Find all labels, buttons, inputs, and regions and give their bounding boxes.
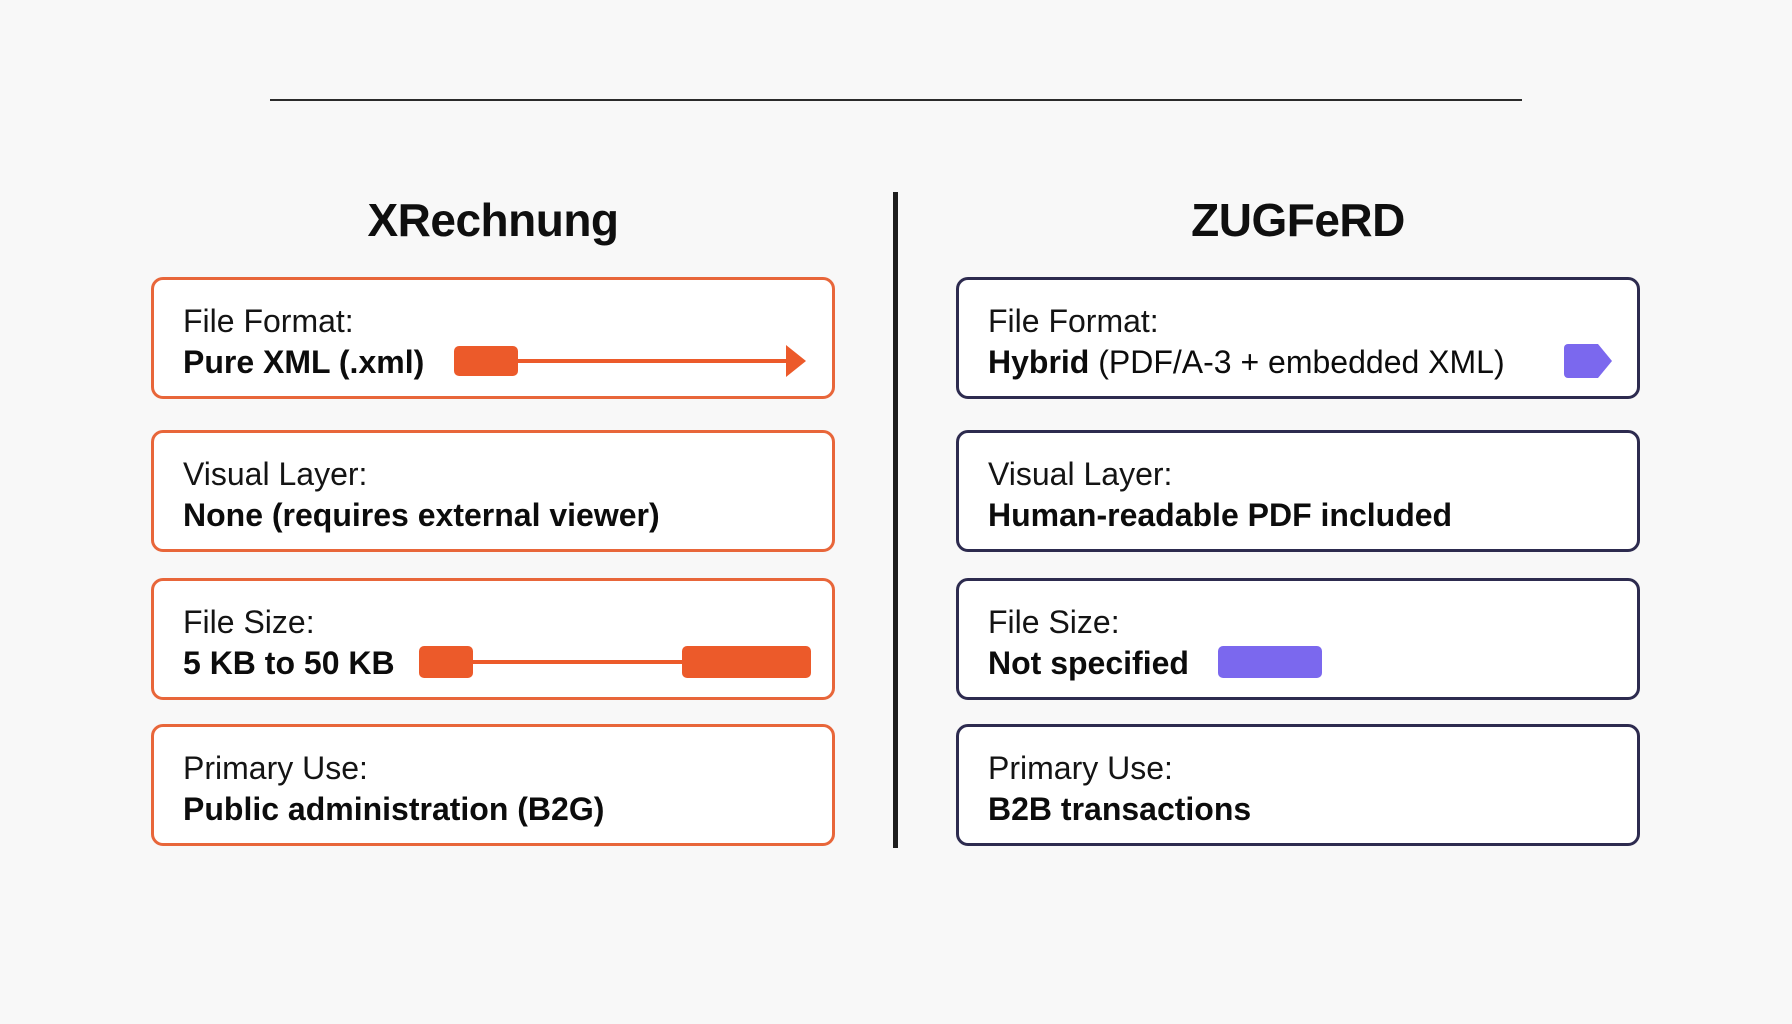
zugferd-title: ZUGFeRD	[1191, 194, 1405, 246]
column-divider	[893, 192, 898, 848]
visual-layer-label: Visual Layer:	[183, 456, 368, 492]
file-format-value-bold: Hybrid	[988, 344, 1090, 380]
file-size-value: Not specified	[988, 645, 1189, 681]
primary-use-value: Public administration (B2G)	[183, 791, 605, 827]
xrechnung-file-format-card: File Format: Pure XML (.xml)	[151, 277, 835, 399]
file-format-label: File Format:	[183, 303, 354, 339]
top-rule	[270, 99, 1522, 101]
xrechnung-visual-layer-card: Visual Layer: None (requires external vi…	[151, 430, 835, 552]
primary-use-label: Primary Use:	[183, 750, 368, 786]
file-format-value: Pure XML (.xml)	[183, 344, 425, 380]
purple-bar-icon	[1218, 646, 1322, 678]
primary-use-label: Primary Use:	[988, 750, 1173, 786]
zugferd-visual-layer-card: Visual Layer: Human-readable PDF include…	[956, 430, 1640, 552]
purple-tag-icon	[1564, 344, 1612, 378]
file-format-value-detail: (PDF/A-3 + embedded XML)	[1089, 344, 1505, 380]
format-arrow-icon	[454, 345, 806, 377]
xrechnung-primary-use-card: Primary Use: Public administration (B2G)	[151, 724, 835, 846]
file-size-label: File Size:	[988, 604, 1120, 640]
xrechnung-file-size-card: File Size: 5 KB to 50 KB	[151, 578, 835, 700]
file-format-label: File Format:	[988, 303, 1159, 339]
file-format-value: Hybrid (PDF/A-3 + embedded XML)	[988, 342, 1505, 382]
size-range-icon	[419, 646, 811, 678]
xrechnung-title: XRechnung	[367, 194, 619, 246]
visual-layer-value: Human-readable PDF included	[988, 497, 1453, 533]
visual-layer-value: None (requires external viewer)	[183, 497, 660, 533]
zugferd-file-format-card: File Format: Hybrid (PDF/A-3 + embedded …	[956, 277, 1640, 399]
zugferd-primary-use-card: Primary Use: B2B transactions	[956, 724, 1640, 846]
zugferd-file-size-card: File Size: Not specified	[956, 578, 1640, 700]
visual-layer-label: Visual Layer:	[988, 456, 1173, 492]
file-size-label: File Size:	[183, 604, 315, 640]
primary-use-value: B2B transactions	[988, 791, 1252, 827]
file-size-value: 5 KB to 50 KB	[183, 645, 395, 681]
